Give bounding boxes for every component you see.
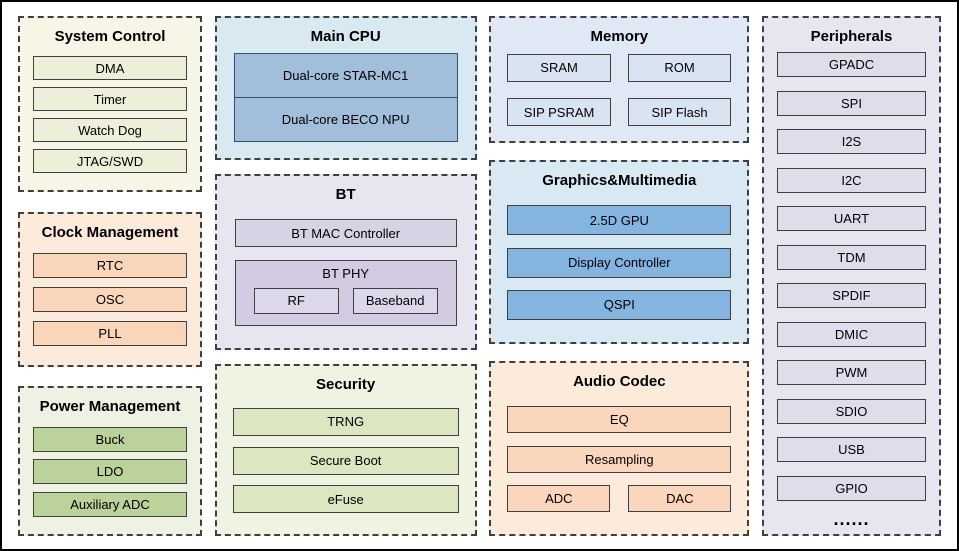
block-secure-boot: Secure Boot xyxy=(232,446,459,475)
group-system-control: System Control DMA Timer Watch Dog JTAG/… xyxy=(18,16,202,192)
group-title-power-management: Power Management xyxy=(39,398,181,415)
group-peripherals: Peripherals GPADC SPI I2S I2C UART TDM S… xyxy=(761,16,941,536)
column-mid-right: Memory SRAM ROM SIP PSRAM SIP Flash Grap… xyxy=(489,16,750,536)
block-display-controller: Display Controller xyxy=(507,247,732,278)
power-management-items: Buck LDO Auxiliary ADC xyxy=(33,419,187,524)
block-dma: DMA xyxy=(33,56,187,80)
peripherals-ellipsis: ...... xyxy=(833,509,870,529)
group-title-graphics-multimedia: Graphics&Multimedia xyxy=(542,172,697,189)
block-spi: SPI xyxy=(776,90,926,116)
bt-phy-row: RF Baseband xyxy=(253,287,438,314)
audio-codec-items: EQ Resampling ADC DAC xyxy=(504,394,734,524)
block-buck: Buck xyxy=(33,426,187,452)
block-tdm: TDM xyxy=(776,244,926,270)
group-graphics-multimedia: Graphics&Multimedia 2.5D GPU Display Con… xyxy=(489,160,750,344)
block-gpadc: GPADC xyxy=(776,52,926,77)
group-power-management: Power Management Buck LDO Auxiliary ADC xyxy=(18,386,202,536)
peripherals-items: GPADC SPI I2S I2C UART TDM SPDIF DMIC PW… xyxy=(776,49,926,529)
block-adc: ADC xyxy=(507,484,611,512)
audio-adc-dac-row: ADC DAC xyxy=(507,484,732,512)
clock-management-items: RTC OSC PLL xyxy=(33,245,187,355)
group-clock-management: Clock Management RTC OSC PLL xyxy=(18,211,202,367)
block-pwm: PWM xyxy=(776,360,926,385)
group-memory: Memory SRAM ROM SIP PSRAM SIP Flash xyxy=(489,16,750,143)
block-jtag-swd: JTAG/SWD xyxy=(33,149,187,173)
group-title-main-cpu: Main CPU xyxy=(310,28,381,45)
group-title-security: Security xyxy=(316,376,376,393)
group-bt: BT BT MAC Controller BT PHY RF Baseband xyxy=(214,174,477,350)
block-rom: ROM xyxy=(627,53,732,82)
column-right: Peripherals GPADC SPI I2S I2C UART TDM S… xyxy=(761,16,941,536)
block-sdio: SDIO xyxy=(776,398,926,424)
block-osc: OSC xyxy=(33,287,187,312)
block-rtc: RTC xyxy=(33,253,187,279)
column-mid-left: Main CPU Dual-core STAR-MC1 Dual-core BE… xyxy=(214,16,477,536)
block-i2c: I2C xyxy=(776,167,926,193)
block-rf: RF xyxy=(253,287,339,314)
group-title-bt: BT xyxy=(335,186,356,203)
block-watch-dog: Watch Dog xyxy=(33,118,187,142)
bt-phy-box: BT PHY RF Baseband xyxy=(234,259,457,326)
block-dual-core-beco-npu: Dual-core BECO NPU xyxy=(234,97,457,141)
block-qspi: QSPI xyxy=(507,289,732,320)
block-usb: USB xyxy=(776,437,926,462)
group-title-memory: Memory xyxy=(590,28,649,45)
group-audio-codec: Audio Codec EQ Resampling ADC DAC xyxy=(489,361,750,536)
block-trng: TRNG xyxy=(232,407,459,436)
block-sram: SRAM xyxy=(507,53,611,82)
column-left: System Control DMA Timer Watch Dog JTAG/… xyxy=(18,16,202,536)
block-ldo: LDO xyxy=(33,459,187,484)
block-2-5d-gpu: 2.5D GPU xyxy=(507,205,732,236)
block-dual-core-star-mc1: Dual-core STAR-MC1 xyxy=(234,54,457,97)
group-title-clock-management: Clock Management xyxy=(41,223,179,241)
block-bt-mac-controller: BT MAC Controller xyxy=(234,219,457,248)
block-eq: EQ xyxy=(507,406,732,434)
group-title-peripherals: Peripherals xyxy=(810,28,893,45)
block-auxiliary-adc: Auxiliary ADC xyxy=(33,491,187,517)
block-sip-flash: SIP Flash xyxy=(627,98,732,127)
bt-body: BT MAC Controller BT PHY RF Baseband xyxy=(230,207,462,338)
bt-phy-label: BT PHY xyxy=(322,265,370,281)
block-i2s: I2S xyxy=(776,129,926,154)
block-baseband: Baseband xyxy=(352,287,438,314)
block-spdif: SPDIF xyxy=(776,283,926,308)
group-main-cpu: Main CPU Dual-core STAR-MC1 Dual-core BE… xyxy=(214,16,477,160)
block-dmic: DMIC xyxy=(776,321,926,347)
group-title-system-control: System Control xyxy=(54,28,166,45)
graphics-items: 2.5D GPU Display Controller QSPI xyxy=(504,193,734,332)
block-timer: Timer xyxy=(33,87,187,111)
security-items: TRNG Secure Boot eFuse xyxy=(230,397,462,524)
group-security: Security TRNG Secure Boot eFuse xyxy=(214,364,477,536)
block-sip-psram: SIP PSRAM xyxy=(507,98,611,127)
block-gpio: GPIO xyxy=(776,475,926,501)
block-resampling: Resampling xyxy=(507,445,732,473)
block-uart: UART xyxy=(776,206,926,231)
block-pll: PLL xyxy=(33,320,187,346)
main-cpu-box: Dual-core STAR-MC1 Dual-core BECO NPU xyxy=(233,53,458,142)
block-efuse: eFuse xyxy=(232,485,459,514)
memory-grid: SRAM ROM SIP PSRAM SIP Flash xyxy=(504,49,734,131)
block-dac: DAC xyxy=(628,484,732,512)
system-control-items: DMA Timer Watch Dog JTAG/SWD xyxy=(33,49,187,180)
group-title-audio-codec: Audio Codec xyxy=(573,373,666,390)
